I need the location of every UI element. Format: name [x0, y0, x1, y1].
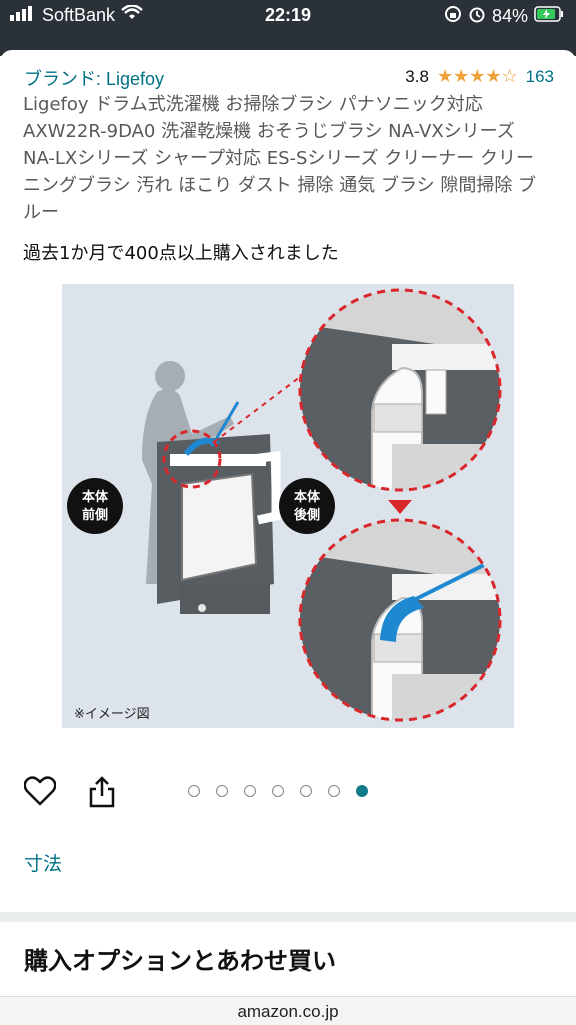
carousel-dot[interactable] — [188, 785, 200, 797]
carousel-dot[interactable] — [272, 785, 284, 797]
brand-link[interactable]: ブランド: Ligefoy — [24, 69, 165, 89]
down-arrow-icon — [388, 500, 412, 514]
product-title: Ligefoy ドラム式洗濯機 お掃除ブラシ パナソニック対応 AXW22R-9… — [23, 94, 537, 223]
product-image[interactable]: 本体 前側 本体 後側 — [62, 284, 514, 728]
star-rating-icon: ★★★★☆ — [436, 66, 518, 86]
status-bar: SoftBank 22:19 84% — [0, 0, 576, 32]
carousel-dot[interactable] — [216, 785, 228, 797]
wishlist-heart-icon[interactable] — [23, 776, 57, 810]
browser-url-bar[interactable] — [0, 996, 576, 1025]
orientation-lock-icon — [444, 5, 462, 28]
label-front-line2: 前側 — [82, 507, 108, 523]
clock: 22:19 — [264, 5, 312, 25]
carousel-dot[interactable] — [300, 785, 312, 797]
status-left: SoftBank — [10, 4, 143, 26]
buy-options-heading: 購入オプションとあわせ買い — [24, 947, 336, 975]
label-back: 本体 後側 — [279, 478, 335, 534]
url-text[interactable]: amazon.co.jp — [237, 1002, 339, 1021]
share-icon[interactable] — [88, 776, 116, 812]
rating-summary[interactable]: 3.8 ★★★★☆ 163 — [405, 66, 554, 87]
image-caption: ※イメージ図 — [74, 707, 150, 722]
product-illustration: 本体 前側 本体 後側 — [62, 284, 514, 728]
label-back-line1: 本体 — [294, 489, 321, 505]
alarm-icon — [468, 5, 486, 28]
status-right: 84% — [444, 5, 564, 28]
label-front: 本体 前側 — [67, 478, 123, 534]
carousel-dot[interactable] — [356, 785, 368, 797]
carousel-dots[interactable] — [188, 785, 368, 797]
battery-percent: 84% — [491, 6, 528, 26]
rating-count[interactable]: 163 — [525, 66, 554, 86]
dimensions-link[interactable]: 寸法 — [24, 853, 63, 875]
label-back-line2: 後側 — [294, 507, 320, 523]
signal-icon — [10, 5, 36, 26]
highlight-circle-small — [162, 429, 222, 489]
zoom-circle-top — [298, 288, 502, 492]
carrier-name: SoftBank — [42, 5, 116, 25]
section-divider — [0, 912, 576, 922]
label-front-line1: 本体 — [82, 489, 109, 505]
purchase-count-note: 過去1か月で400点以上購入されました — [23, 243, 339, 264]
wifi-icon — [121, 4, 143, 26]
battery-icon — [534, 6, 564, 27]
carousel-dot[interactable] — [244, 785, 256, 797]
rating-value: 3.8 — [405, 66, 429, 86]
carousel-dot[interactable] — [328, 785, 340, 797]
